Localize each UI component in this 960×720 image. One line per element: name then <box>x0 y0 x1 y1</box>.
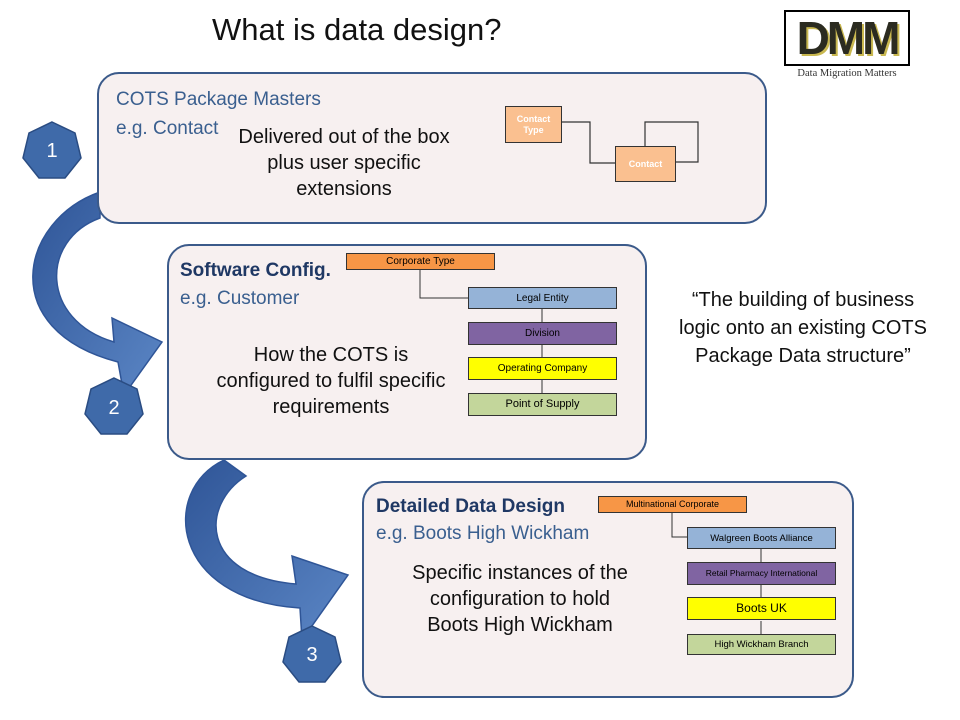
panel-1-heading: COTS Package Masters <box>116 89 321 110</box>
entity-corporate-type: Corporate Type <box>346 253 495 270</box>
panel-detailed-data-design <box>362 481 854 698</box>
step-3-hexagon <box>282 625 342 683</box>
panel-2-heading: Software Config. <box>180 260 331 281</box>
panel-3-example: e.g. Boots High Wickham <box>376 523 590 544</box>
arrow-2-to-3 <box>184 459 350 643</box>
step-1-number: 1 <box>46 140 58 162</box>
entity-operating-company: Operating Company <box>468 357 617 380</box>
entity-walgreen-boots-alliance: Walgreen Boots Alliance <box>687 527 836 549</box>
entity-multinational-corporate: Multinational Corporate <box>598 496 747 513</box>
dmm-logo: DMM Data Migration Matters <box>784 10 910 86</box>
panel-2-description: How the COTS is configured to fulfil spe… <box>216 344 446 418</box>
page-title: What is data design? <box>212 12 502 47</box>
entity-contact-type: Contact Type <box>505 106 562 143</box>
entity-contact: Contact <box>615 146 676 182</box>
panel-1-connectors <box>560 121 699 164</box>
panel-1-description: Delivered out of the box plus user speci… <box>238 126 450 200</box>
panel-3-heading: Detailed Data Design <box>376 496 565 517</box>
step-3-number: 3 <box>306 644 318 666</box>
entity-division: Division <box>468 322 617 345</box>
panel-2-example: e.g. Customer <box>180 288 300 309</box>
logo-letters: DMM <box>784 10 910 66</box>
entity-retail-pharmacy-international: Retail Pharmacy International <box>687 562 836 585</box>
entity-point-of-supply: Point of Supply <box>468 393 617 416</box>
panel-1-example: e.g. Contact <box>116 118 219 139</box>
step-2-hexagon <box>84 377 144 435</box>
logo-tagline: Data Migration Matters <box>797 68 897 79</box>
quote-text: “The building of business logic onto an … <box>679 289 927 367</box>
step-1-hexagon <box>22 121 82 179</box>
step-2-number: 2 <box>108 397 120 419</box>
arrow-1-to-2 <box>32 190 164 397</box>
panel-3-connectors <box>671 513 762 634</box>
entity-legal-entity: Legal Entity <box>468 287 617 309</box>
panel-software-config <box>167 244 647 460</box>
entity-high-wickham-branch: High Wickham Branch <box>687 634 836 655</box>
entity-boots-uk: Boots UK <box>687 597 836 620</box>
panel-3-description: Specific instances of the configuration … <box>412 562 628 636</box>
panel-2-connectors <box>419 270 543 393</box>
